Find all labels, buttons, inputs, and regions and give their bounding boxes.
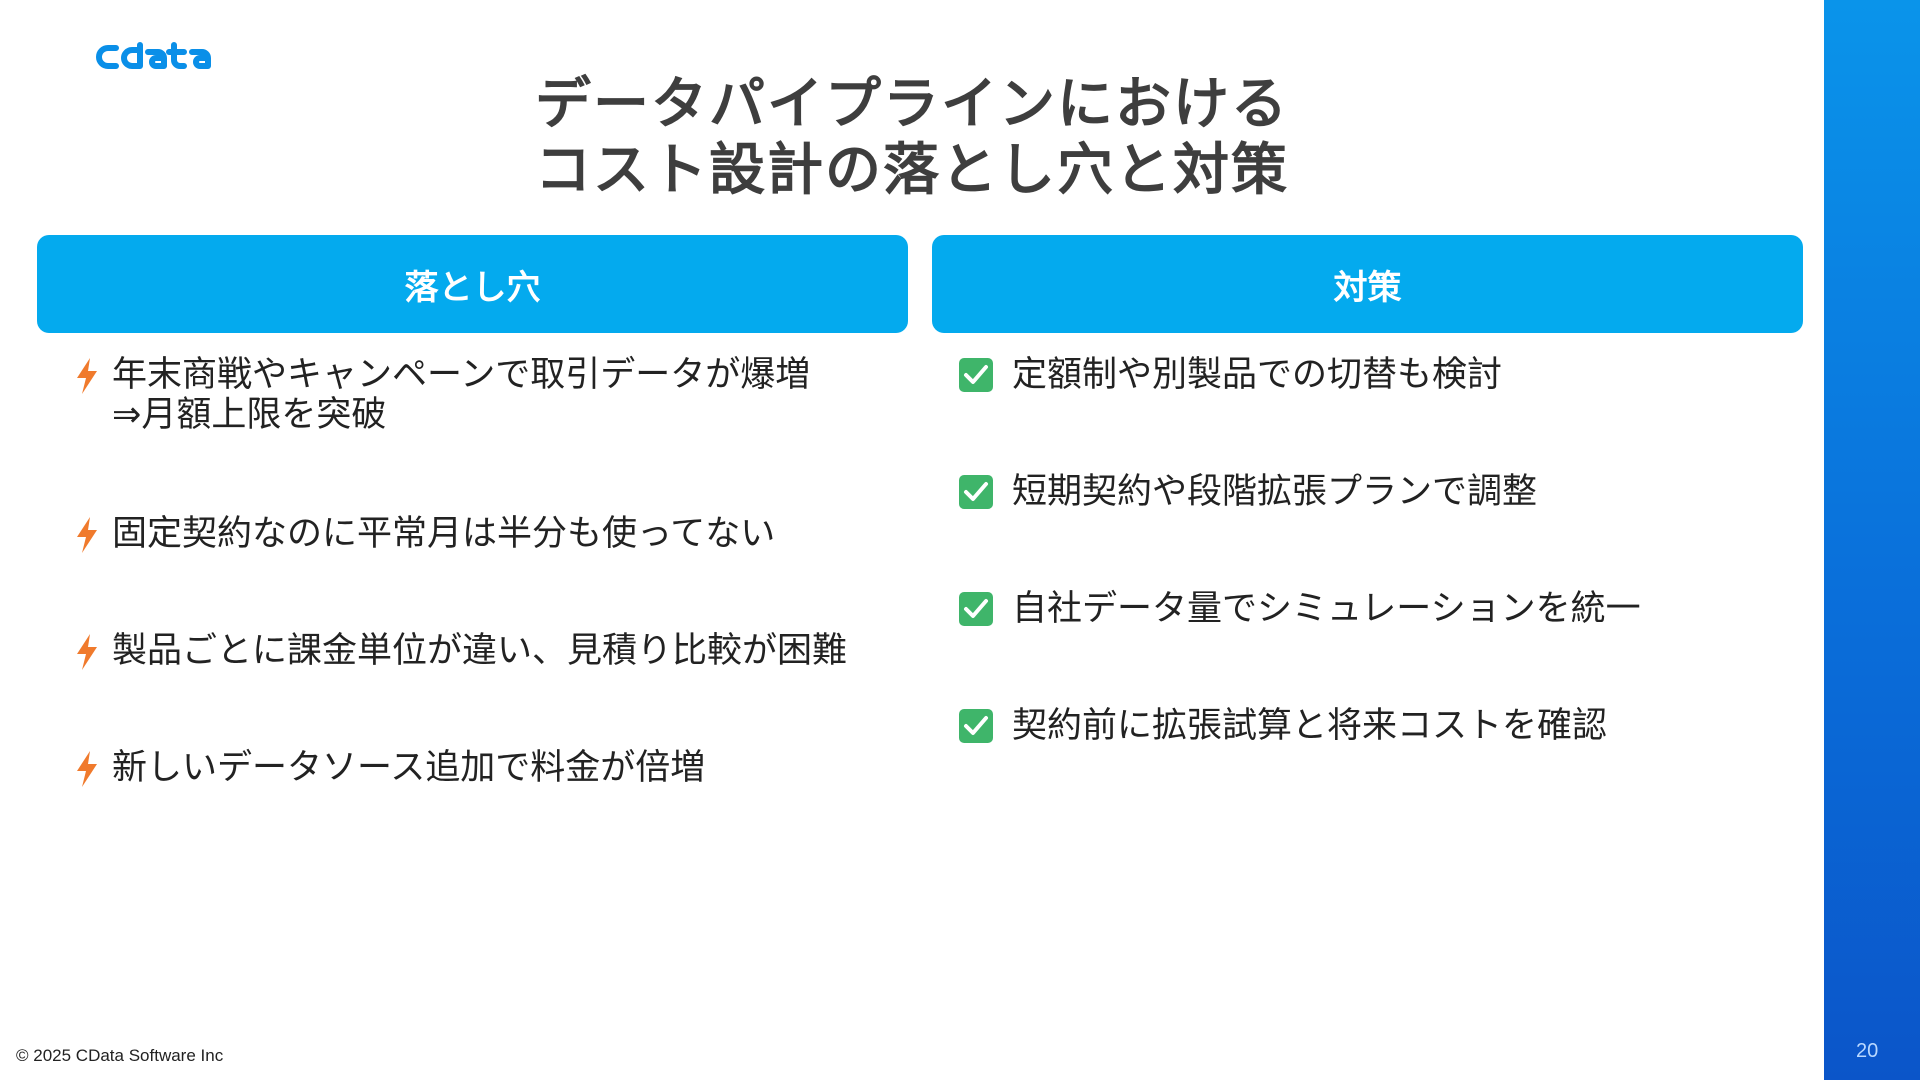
pitfall-text: 年末商戦やキャンペーンで取引データが爆増 ⇒月額上限を突破 (112, 355, 811, 435)
countermeasure-item: 自社データ量でシミュレーションを統一 (958, 589, 1798, 629)
pitfall-text: 製品ごとに課金単位が違い、見積り比較が困難 (112, 631, 848, 671)
countermeasure-item: 契約前に拡張試算と将来コストを確認 (958, 706, 1798, 746)
check-box-icon (959, 475, 993, 509)
lightning-bolt-icon (77, 751, 97, 787)
page-number: 20 (1856, 1040, 1879, 1062)
pitfall-item: 新しいデータソース追加で料金が倍増 (74, 748, 894, 788)
copyright-notice: © 2025 CData Software Inc (16, 1046, 224, 1065)
countermeasure-text: 定額制や別製品での切替も検討 (1012, 355, 1503, 395)
side-accent-bar (1824, 0, 1920, 1080)
cdata-logo: cdata (96, 38, 222, 76)
pitfall-item: 製品ごとに課金単位が違い、見積り比較が困難 (74, 631, 894, 671)
pitfalls-header: 落とし穴 (37, 235, 908, 333)
pitfall-text: 新しいデータソース追加で料金が倍増 (112, 748, 706, 788)
lightning-bolt-icon (77, 358, 97, 394)
pitfall-item: 固定契約なのに平常月は半分も使ってない (74, 514, 894, 554)
slide-title: データパイプラインにおける コスト設計の落とし穴と対策 (0, 72, 1824, 204)
countermeasure-text: 自社データ量でシミュレーションを統一 (1012, 589, 1641, 629)
cdata-logo-mark (96, 42, 211, 69)
lightning-bolt-icon (77, 634, 97, 670)
countermeasure-text: 短期契約や段階拡張プランで調整 (1012, 472, 1538, 512)
lightning-bolt-icon (77, 517, 97, 553)
check-box-icon (959, 358, 993, 392)
pitfall-item: 年末商戦やキャンペーンで取引データが爆増 ⇒月額上限を突破 (74, 355, 894, 435)
countermeasures-header: 対策 (932, 235, 1803, 333)
countermeasure-item: 短期契約や段階拡張プランで調整 (958, 472, 1798, 512)
check-box-icon (959, 709, 993, 743)
pitfall-text: 固定契約なのに平常月は半分も使ってない (112, 514, 776, 554)
slide-title-line-2: コスト設計の落とし穴と対策 (535, 138, 1289, 203)
slide-title-line-1: データパイプラインにおける (535, 72, 1289, 137)
countermeasure-item: 定額制や別製品での切替も検討 (958, 355, 1798, 395)
countermeasure-text: 契約前に拡張試算と将来コストを確認 (1012, 706, 1608, 746)
check-box-icon (959, 592, 993, 626)
